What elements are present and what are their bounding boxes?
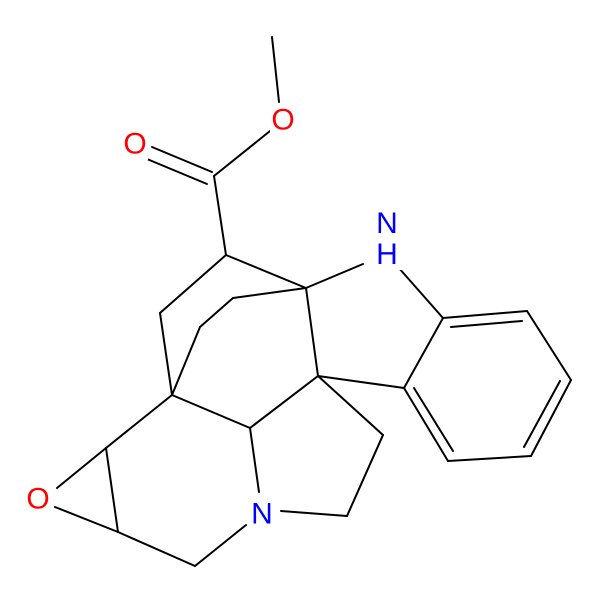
bond-carbonyl-double-upper xyxy=(151,146,213,173)
bond-nh-aryl xyxy=(397,266,444,319)
indoline-nh-label-bg xyxy=(365,208,409,270)
bond-n-c11 xyxy=(194,524,247,567)
bond-aryl-e-f xyxy=(403,387,449,462)
bond-aryl-f-a xyxy=(403,317,444,389)
epoxide-oxygen-label: O xyxy=(24,483,52,516)
indoline-nh-label: NH xyxy=(365,207,409,270)
bond-c3-c1 xyxy=(225,254,307,289)
bond-c7-c5 xyxy=(171,326,201,396)
bond-c3-c4 xyxy=(159,254,227,314)
bond-c1-c2 xyxy=(305,287,319,377)
bond-aryl-c-d-inner xyxy=(523,380,561,448)
bond-c5-c13 xyxy=(105,394,173,449)
amine-nitrogen-label: N xyxy=(248,497,276,531)
bond-c1-nh xyxy=(305,263,364,289)
amine-nitrogen-label-bg xyxy=(248,497,276,531)
bond-ester-oxygen-carbonyl-carbon xyxy=(213,130,271,177)
bond-c11-c12 xyxy=(117,531,196,567)
carbonyl-oxygen-label-bg xyxy=(122,128,148,160)
bond-c8-c9 xyxy=(346,434,384,517)
bond-c6-c7 xyxy=(199,297,234,328)
bond-aryl-a-b-inner xyxy=(450,320,523,328)
bond-aryl-d-e xyxy=(447,455,532,462)
amine-nitrogen-text: N xyxy=(251,498,273,531)
bond-c10-c5 xyxy=(171,394,251,429)
bond-c2-c8 xyxy=(317,375,384,436)
bond-methyl-oxygen xyxy=(271,36,280,103)
bond-c9-n xyxy=(280,510,348,517)
bond-aryl-f-c2 xyxy=(317,375,405,389)
ester-oxygen-label: O xyxy=(270,104,296,137)
bond-c1-c6 xyxy=(232,287,307,299)
bond-aryl-c-d xyxy=(530,379,572,457)
ester-oxygen-text: O xyxy=(271,104,294,137)
epoxide-oxygen-label-bg xyxy=(24,483,52,515)
epoxide-oxygen-text: O xyxy=(26,483,49,516)
bond-c4-c5 xyxy=(159,312,173,396)
carbonyl-oxygen-label: O xyxy=(122,128,148,161)
carbonyl-oxygen-text: O xyxy=(123,128,146,161)
bond-aryl-e-f-inner xyxy=(413,387,454,452)
bond-aryl-a-b xyxy=(442,310,528,319)
bond-c12-epoxide-oxygen xyxy=(54,506,119,533)
bond-c2-c10 xyxy=(249,375,319,429)
bond-c13-epoxide-oxygen xyxy=(56,447,107,489)
indoline-nh-text: NH xyxy=(371,207,404,269)
bond-carbonyl-double-lower xyxy=(146,158,208,185)
bond-c13-c12 xyxy=(105,447,119,533)
bond-c10-n xyxy=(249,427,260,493)
ester-oxygen-label-bg xyxy=(270,104,296,136)
bond-aryl-b-c xyxy=(526,310,572,381)
bond-carbonyl-to-c3 xyxy=(213,175,227,256)
